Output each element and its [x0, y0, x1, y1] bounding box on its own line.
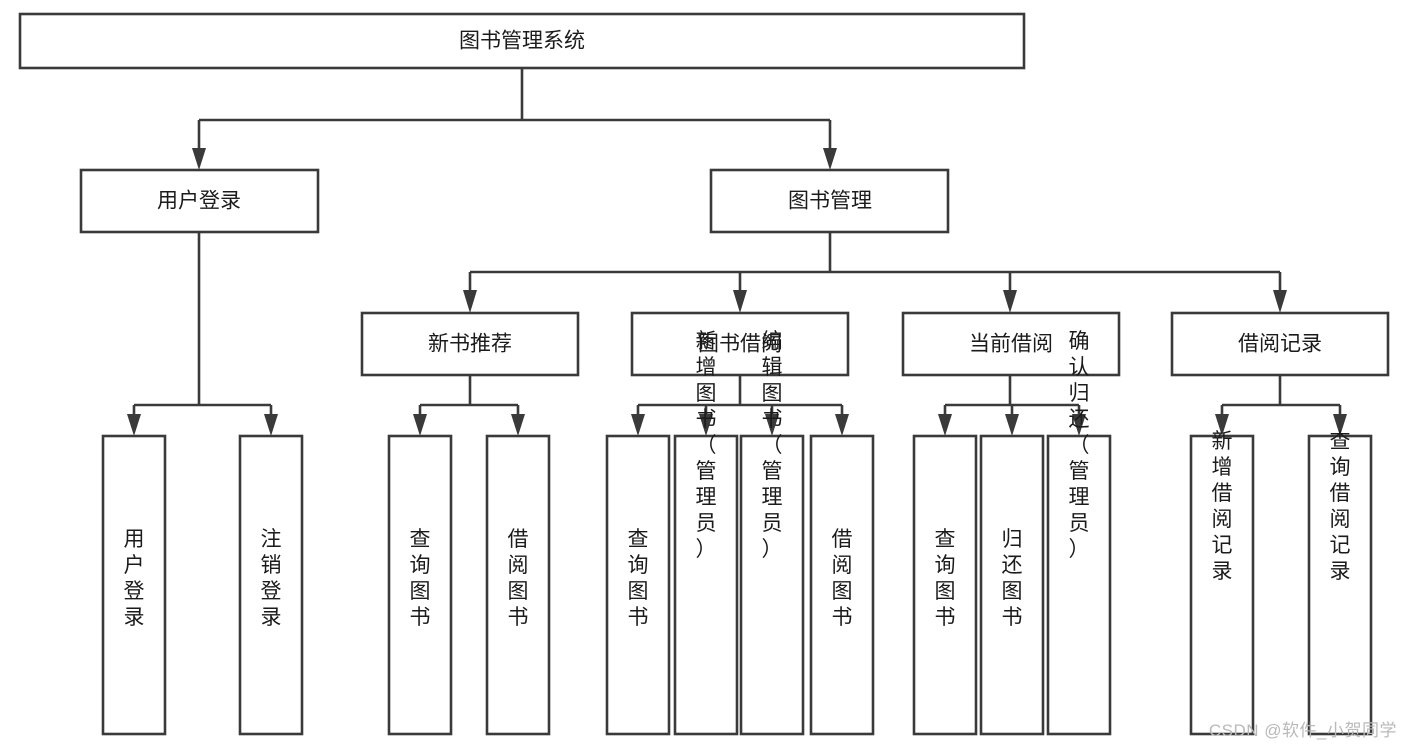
- node-new-book-recommend[interactable]: 新书推荐: [360, 311, 580, 377]
- node-book-borrow[interactable]: 图书借阅: [630, 311, 850, 377]
- node-user-login[interactable]: 用户登录: [79, 168, 320, 234]
- node-new-book-recommend-label: 新书推荐: [428, 333, 512, 356]
- arrow-head-newbook-leaf-1: [413, 414, 427, 436]
- node-user-login-label: 用户登录: [157, 190, 241, 213]
- leaf-newbook-borrow-box[interactable]: [485, 434, 551, 736]
- leaf-bookborrow-query-box[interactable]: [605, 434, 671, 736]
- arrow-head-bookborrow-leaf-1: [631, 414, 645, 436]
- leaf-node[interactable]: 查询借阅记录: [1307, 430, 1373, 736]
- leaf-bookborrow-add-label: 新增图书（管理员）: [696, 330, 717, 561]
- leaf-currentborrow-confirm-box[interactable]: [1046, 434, 1112, 736]
- arrow-head-newbook-leaf-2: [511, 414, 525, 436]
- node-book-borrow-box[interactable]: [630, 311, 850, 377]
- leaf-node[interactable]: 查询图书: [387, 434, 453, 736]
- arrow-head-leaf-user-login: [127, 414, 141, 436]
- leaf-newbook-query-box[interactable]: [387, 434, 453, 736]
- leaf-node[interactable]: 借阅图书: [809, 434, 875, 736]
- leaf-borrowrecord-query-label: 查询借阅记录: [1330, 430, 1351, 583]
- leaf-currentborrow-query-box[interactable]: [912, 434, 978, 736]
- arrow-head-currentborrow-leaf-2: [1005, 414, 1019, 436]
- arrow-head-leaf-logout: [264, 414, 278, 436]
- leaf-node[interactable]: 借阅图书: [485, 434, 551, 736]
- leaf-bookborrow-query-label: 查询图书: [628, 528, 649, 629]
- arrow-head-user-login: [192, 148, 206, 170]
- leaf-newbook-borrow-label: 借阅图书: [508, 528, 529, 629]
- leaf-borrowrecord-query-box[interactable]: [1307, 434, 1373, 736]
- node-book-borrow-label: 图书借阅: [698, 333, 782, 356]
- leaf-logout-box[interactable]: [238, 434, 304, 736]
- leaf-borrowrecord-add-box[interactable]: [1189, 434, 1255, 736]
- leaf-bookborrow-borrow-label: 借阅图书: [832, 528, 853, 629]
- leaf-currentborrow-confirm-label: 确认归还（管理员）: [1069, 330, 1090, 561]
- leaf-node[interactable]: 新增图书（管理员）: [673, 330, 739, 736]
- leaf-node[interactable]: 注销登录: [238, 434, 304, 736]
- arrow-head-borrowrecord-leaf-2: [1333, 414, 1347, 436]
- node-book-manage-label: 图书管理: [788, 190, 872, 213]
- arrow-head-borrow-record: [1273, 290, 1287, 313]
- arrow-head-bookborrow-leaf-4: [835, 414, 849, 436]
- leaf-user-login-label: 用户登录: [124, 528, 145, 629]
- arrow-head-bookborrow-leaf-2: [699, 414, 713, 436]
- node-new-book-recommend-box[interactable]: [360, 311, 580, 377]
- node-current-borrow-label: 当前借阅: [969, 333, 1053, 356]
- leaf-user-login-box[interactable]: [101, 434, 167, 736]
- arrow-head-current-borrow: [1003, 290, 1017, 313]
- leaf-bookborrow-edit-label: 编辑图书（管理员）: [762, 330, 783, 561]
- arrow-head-currentborrow-leaf-3: [1072, 414, 1086, 436]
- leaf-bookborrow-borrow-box[interactable]: [809, 434, 875, 736]
- leaf-currentborrow-return-label: 归还图书: [1002, 528, 1023, 629]
- node-book-manage-box[interactable]: [709, 168, 950, 234]
- leaf-bookborrow-edit-box[interactable]: [739, 434, 805, 736]
- node-root[interactable]: 图书管理系统: [18, 12, 1026, 70]
- leaf-borrowrecord-add-label: 新增借阅记录: [1212, 430, 1233, 583]
- node-root-box[interactable]: [18, 12, 1026, 70]
- leaf-newbook-query-label: 查询图书: [410, 528, 431, 629]
- node-user-login-box[interactable]: [79, 168, 320, 234]
- arrow-head-bookborrow-leaf-3: [765, 414, 779, 436]
- leaf-node[interactable]: 查询图书: [912, 434, 978, 736]
- arrow-head-new-book: [463, 290, 477, 313]
- leaf-node[interactable]: 用户登录: [101, 434, 167, 736]
- leaf-node[interactable]: 归还图书: [979, 434, 1045, 736]
- leaf-bookborrow-add-box[interactable]: [673, 434, 739, 736]
- leaf-node[interactable]: 查询图书: [605, 434, 671, 736]
- node-root-label: 图书管理系统: [459, 30, 585, 53]
- leaf-node[interactable]: 确认归还（管理员）: [1046, 330, 1112, 736]
- leaf-logout-label: 注销登录: [261, 528, 282, 629]
- leaf-node[interactable]: 编辑图书（管理员）: [739, 330, 805, 736]
- arrow-head-book-borrow: [733, 290, 747, 313]
- node-borrow-record[interactable]: 借阅记录: [1170, 311, 1390, 377]
- connectors: [127, 68, 1347, 436]
- arrow-head-currentborrow-leaf-1: [938, 414, 952, 436]
- node-current-borrow[interactable]: 当前借阅: [901, 311, 1121, 377]
- node-current-borrow-box[interactable]: [901, 311, 1121, 377]
- leaf-currentborrow-return-box[interactable]: [979, 434, 1045, 736]
- node-book-manage[interactable]: 图书管理: [709, 168, 950, 234]
- arrow-head-book-manage: [823, 148, 837, 170]
- node-borrow-record-label: 借阅记录: [1238, 333, 1322, 356]
- arrow-head-borrowrecord-leaf-1: [1215, 414, 1229, 436]
- node-borrow-record-box[interactable]: [1170, 311, 1390, 377]
- leaf-node[interactable]: 新增借阅记录: [1189, 430, 1255, 736]
- leaf-currentborrow-query-label: 查询图书: [935, 528, 956, 629]
